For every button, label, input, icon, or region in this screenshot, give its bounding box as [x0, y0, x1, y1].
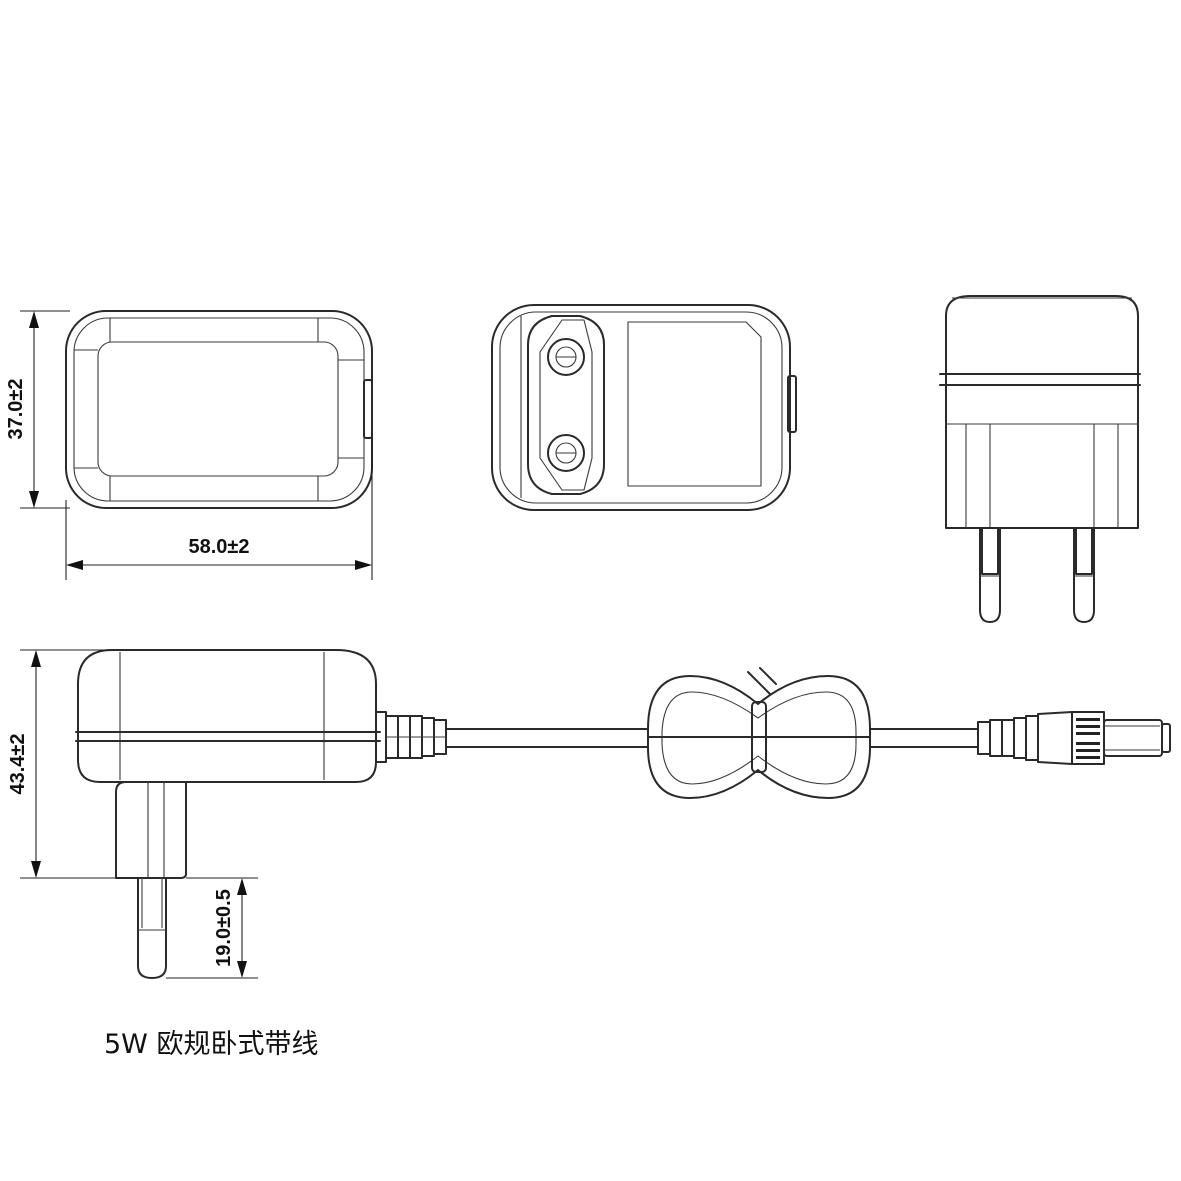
dimension-side-height: 43.4±2 [7, 649, 120, 879]
pin-length-label: 19.0±0.5 [213, 889, 235, 967]
top-view [65, 310, 373, 509]
top-height-label: 37.0±2 [5, 378, 27, 439]
side-view [75, 649, 1171, 979]
end-view [939, 295, 1141, 623]
dimension-top-width: 58.0±2 [65, 440, 373, 580]
dimension-top-height: 37.0±2 [5, 310, 70, 509]
drawing-caption: 5W 欧规卧式带线 [104, 1029, 319, 1060]
dimension-pin-length: 19.0±0.5 [166, 877, 258, 979]
front-view [491, 304, 797, 511]
grip-dots [1076, 718, 1100, 759]
side-height-label: 43.4±2 [7, 733, 29, 794]
top-width-label: 58.0±2 [188, 536, 249, 558]
